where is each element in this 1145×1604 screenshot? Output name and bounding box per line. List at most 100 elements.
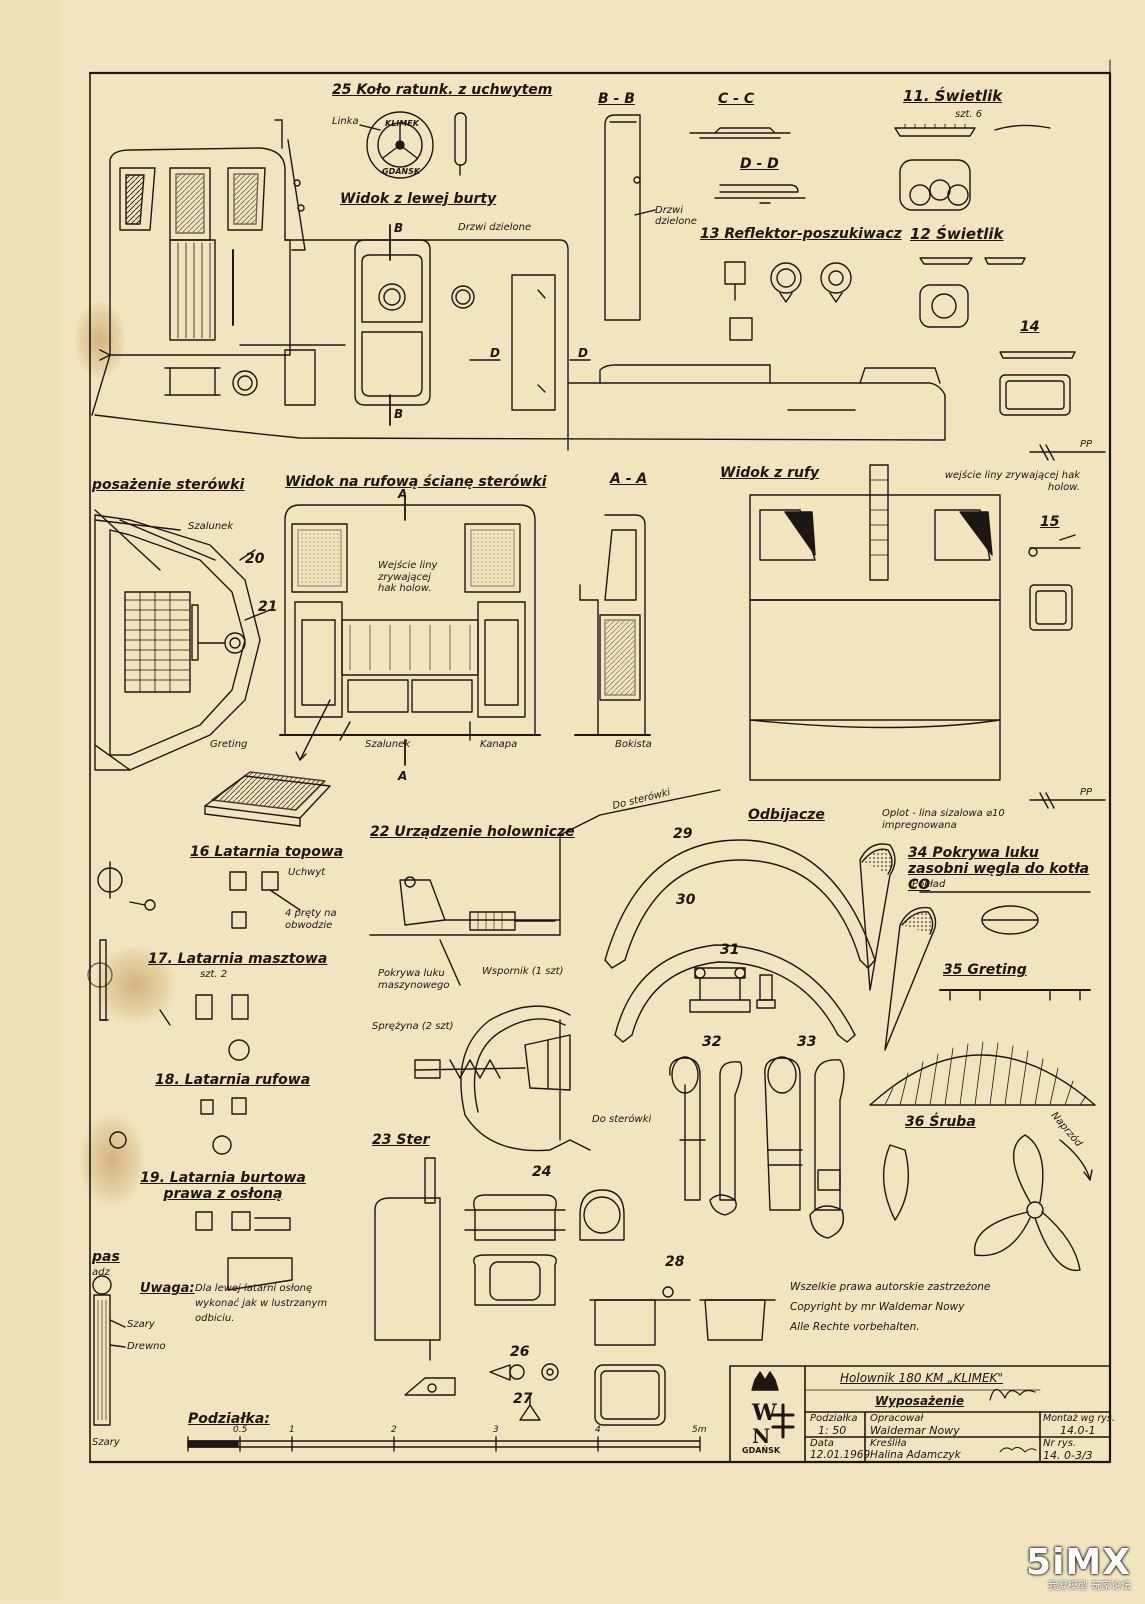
section-mark-b: B <box>394 407 404 421</box>
note-linka: Linka <box>332 116 359 127</box>
lifebuoy-drawing <box>359 111 467 179</box>
label-17-qty: szt. 2 <box>200 969 228 980</box>
note-drzwi-dzielone-2: Drzwi dzielone <box>655 205 697 227</box>
label-19: 19. Latarnia burtowa prawa z osłoną <box>140 1170 306 1203</box>
note-copyright: Alle Rechte vorbehalten. <box>790 1321 920 1333</box>
note-greting: Greting <box>210 739 248 750</box>
note-prety: 4 pręty na obwodzie <box>285 908 337 931</box>
note-szalunek-2: Szalunek <box>365 739 411 750</box>
skylight-12 <box>919 257 1026 328</box>
propeller-36 <box>882 1134 1093 1272</box>
scale-tick: 5m <box>692 1425 707 1435</box>
hatch-28 <box>589 1286 776 1426</box>
section-mark-d: D <box>578 346 588 360</box>
prepared-head: Opracował <box>870 1413 924 1424</box>
drawing-no-head: Nr rys. <box>1043 1438 1077 1449</box>
note-sprezyna: Sprężyna (2 szt) <box>372 1021 454 1032</box>
note-pokrywa-luku: Pokrywa luku maszynowego <box>378 968 450 991</box>
gdansk-logo: W N <box>751 1371 795 1448</box>
label-13: 13 Reflektor-poszukiwacz <box>700 226 902 242</box>
date-value: 12.01.1969 <box>810 1449 871 1461</box>
note-copyright: Wszelkie prawa autorskie zastrzeżone <box>790 1281 991 1293</box>
label-b-b: B - B <box>598 91 635 107</box>
left-side-view <box>91 119 946 451</box>
stain <box>93 945 177 1025</box>
scale-tick: 2 <box>391 1425 397 1435</box>
title-block-frame <box>729 1365 1111 1463</box>
ventilator-33 <box>764 1056 845 1239</box>
label-18: 18. Latarnia rufowa <box>155 1072 311 1088</box>
label-23: 23 Ster <box>372 1132 430 1148</box>
note-uwaga-body: Dla lewej latarni osłonę <box>195 1283 313 1294</box>
note-uwaga-head: Uwaga: <box>140 1281 195 1296</box>
steering-plan <box>94 509 271 771</box>
scale-tick: 0.5 <box>233 1425 248 1435</box>
coal-hatch-34 <box>859 843 1091 1051</box>
date-head: Data <box>810 1438 834 1449</box>
note-kanapa: Kanapa <box>480 739 518 750</box>
scale-tick: 1 <box>289 1425 295 1435</box>
label-17: 17. Latarnia masztowa <box>148 951 328 967</box>
hatch-14 <box>999 351 1076 416</box>
label-25: 25 Koło ratunk. z uchwytem <box>332 82 553 98</box>
prepared-value: Waldemar Nowy <box>870 1424 960 1437</box>
note-tow-rope-entry: Wejście liny zrywającej hak holow. <box>378 560 438 594</box>
num-29: 29 <box>673 826 693 842</box>
note-adz: adz <box>92 1267 110 1278</box>
label-15: 15 <box>1040 514 1060 530</box>
note-szalunek: Szalunek <box>188 521 234 532</box>
watermark-subtitle: 我爱模型 玩家论坛 <box>1047 1581 1131 1592</box>
fender-30 <box>614 944 856 1043</box>
num-21: 21 <box>258 599 278 615</box>
label-scale: Podziałka: <box>188 1411 270 1427</box>
aft-wall-view <box>279 494 541 766</box>
fitting-24 <box>464 1189 625 1306</box>
stain <box>74 300 126 380</box>
section-mark-d: D <box>490 346 500 360</box>
note-bokista: Bokista <box>615 739 652 750</box>
vessel-name: Holownik 180 KM „KLIMEK" <box>840 1371 1003 1385</box>
scale-value: 1: 50 <box>818 1424 847 1437</box>
sheet-frame <box>88 71 1112 1464</box>
num-32: 32 <box>702 1034 722 1050</box>
note-uwaga-body: wykonać jak w lustrzanym <box>195 1298 328 1309</box>
pp-label: PP <box>1080 439 1093 450</box>
note-uwaga-body: odbiciu. <box>195 1313 235 1324</box>
note-copyright: Copyright by mr Waldemar Nowy <box>790 1301 965 1313</box>
section-b-b <box>604 114 656 321</box>
grating-sketch <box>204 771 331 827</box>
label-left-side-view: Widok z lewej burty <box>340 191 497 207</box>
drawn-head: Kreśliła <box>870 1438 907 1449</box>
num-28: 28 <box>665 1254 685 1270</box>
assembly-head: Montaż wg rys. <box>1043 1413 1115 1424</box>
logo-text: GDAŃSK <box>742 1446 781 1455</box>
section-c-c <box>689 127 791 139</box>
label-14: 14 <box>1020 319 1040 335</box>
label-c-c: C - C <box>718 91 755 107</box>
mast-pole <box>92 1275 126 1426</box>
scale-tick: 3 <box>493 1425 499 1435</box>
note-szary: Szary <box>127 1319 155 1330</box>
note-drewno: Drewno <box>127 1341 166 1352</box>
scale-bar <box>187 1436 701 1452</box>
num-30: 30 <box>676 892 696 908</box>
label-11: 11. Świetlik <box>903 87 1003 105</box>
site-watermark: 5iMX 我爱模型 玩家论坛 <box>1026 1545 1131 1593</box>
note-uchwyt: Uchwyt <box>288 867 326 878</box>
stern-view <box>749 464 1001 781</box>
label-aft-wall-view: Widok na rufową ścianę sterówki <box>285 474 547 490</box>
section-d-d <box>714 184 806 204</box>
label-pas: pas <box>92 1249 120 1265</box>
fitting-26-27 <box>489 1363 559 1421</box>
num-27: 27 <box>513 1391 533 1407</box>
note-tow-rope-entry-2: wejście liny zrywającej hak holow. <box>944 470 1080 493</box>
fender-29 <box>604 839 876 969</box>
label-stern-view: Widok z rufy <box>720 465 820 481</box>
fitting-31 <box>689 967 776 1013</box>
signature <box>999 1446 1037 1453</box>
stain <box>78 1112 146 1208</box>
label-steering-equip: posażenie sterówki <box>92 477 245 493</box>
note-wspornik: Wspornik (1 szt) <box>482 966 564 977</box>
